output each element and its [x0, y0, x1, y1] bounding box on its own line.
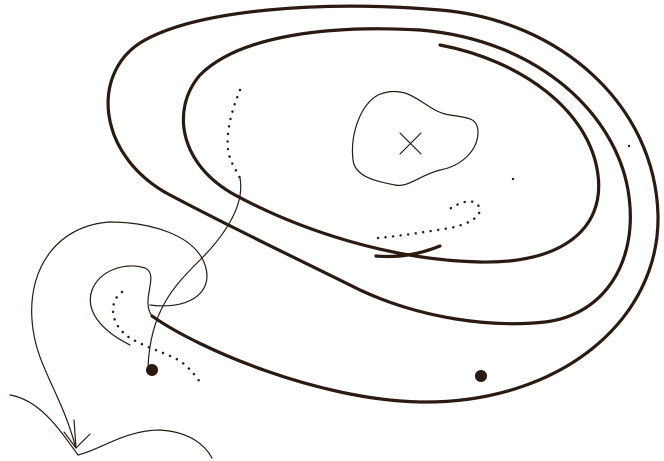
dotted-arc-center: [376, 200, 481, 240]
dotted-arc-lower-left: [111, 290, 202, 384]
small-thin-loop: [89, 265, 153, 346]
dotted-arc-upper-left: [226, 88, 242, 180]
marked-point-left: [146, 364, 158, 376]
inner-spiral-curve: [181, 27, 601, 264]
base-wavy-curve: [9, 394, 213, 459]
center-contour: [351, 90, 479, 187]
marked-point-right: [475, 370, 487, 382]
stray-dot-center: [511, 177, 515, 181]
cross-mark: [399, 132, 422, 155]
inner-tail-curve: [374, 244, 442, 259]
connecting-thin-curve: [147, 177, 242, 369]
stray-dot-right: [627, 144, 631, 148]
arrow-head: [63, 419, 91, 449]
arrow-curve: [31, 221, 208, 446]
outer-spiral-curve: [106, 4, 660, 404]
